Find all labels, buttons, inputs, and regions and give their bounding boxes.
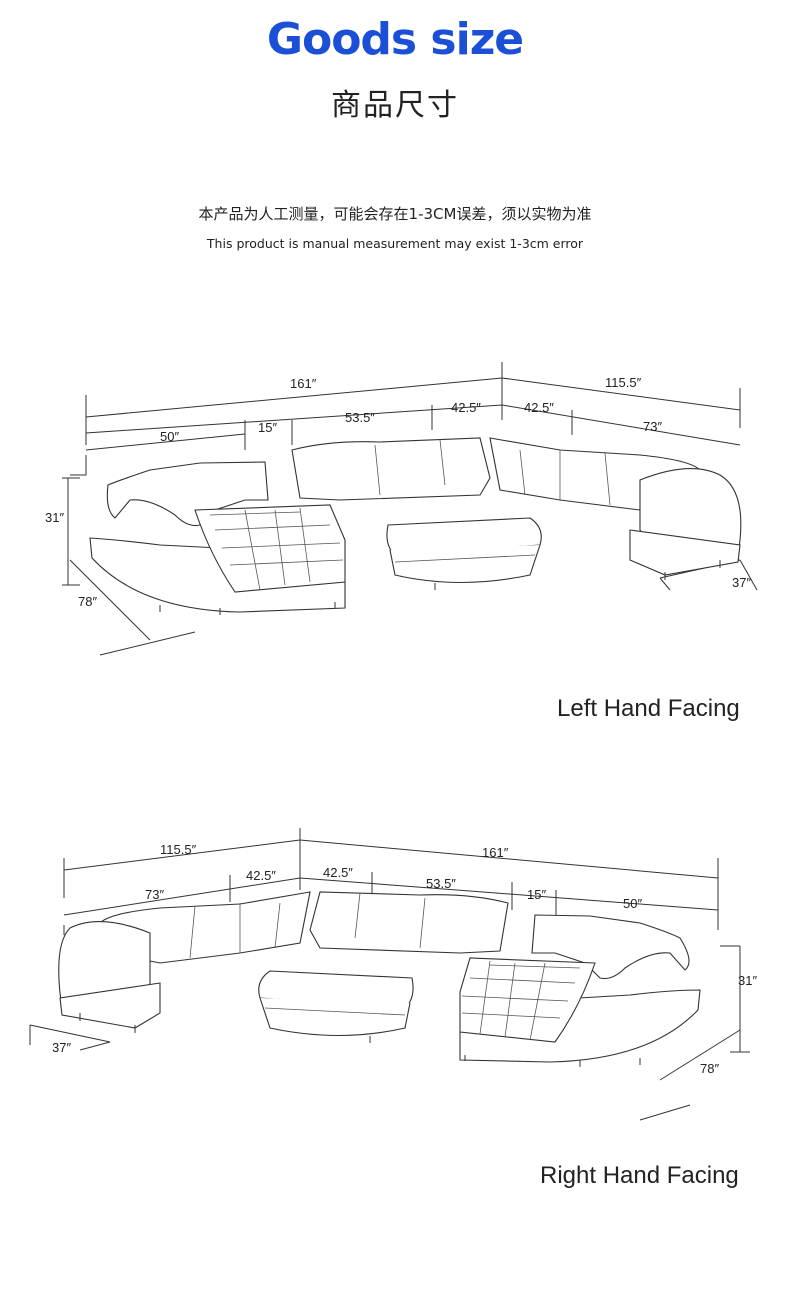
dim-console: 15″: [258, 420, 277, 435]
dim-end-depth: 37″: [732, 575, 751, 590]
title-goods-size: Goods size: [266, 14, 524, 65]
dim-chaise-depth: 78″: [78, 594, 97, 609]
dim-total-left: 161″: [290, 376, 317, 391]
sofa-left-facing: [89, 437, 742, 615]
dimension-lines: [29, 828, 750, 1121]
dim-console: 15″: [527, 887, 546, 902]
dim-middle: 53.5″: [426, 876, 456, 891]
dim-chaise: 50″: [623, 896, 642, 911]
dim-height: 31″: [45, 510, 64, 525]
measurement-note-chinese: 本产品为人工测量，可能会存在1-3CM误差，须以实物为准: [198, 205, 592, 223]
dim-height: 31″: [738, 973, 757, 988]
dim-corner-right: 42.5″: [524, 400, 554, 415]
title-chinese: 商品尺寸: [331, 88, 459, 123]
dim-middle: 53.5″: [345, 410, 375, 425]
left-hand-facing-diagram: 161″ 115.5″ 50″ 15″ 53.5″ 42.5″ 42.5″ 73…: [45, 362, 758, 656]
dim-chaise: 50″: [160, 429, 179, 444]
dimension-labels: 115.5″ 161″ 73″ 42.5″ 42.5″ 53.5″ 15″ 50…: [52, 842, 757, 1076]
dimension-lines: [62, 362, 758, 656]
dim-corner-left: 42.5″: [246, 868, 276, 883]
dim-total-right: 161″: [482, 845, 509, 860]
caption-right-hand-facing: Right Hand Facing: [540, 1162, 739, 1189]
right-hand-facing-diagram: 115.5″ 161″ 73″ 42.5″ 42.5″ 53.5″ 15″ 50…: [29, 828, 757, 1121]
dim-corner-right: 42.5″: [323, 865, 353, 880]
caption-left-hand-facing: Left Hand Facing: [557, 695, 740, 722]
measurement-note-english: This product is manual measurement may e…: [206, 236, 584, 251]
dim-end-depth: 37″: [52, 1040, 71, 1055]
dim-total-right: 115.5″: [605, 375, 642, 390]
dim-total-left: 115.5″: [160, 842, 197, 857]
dim-end: 73″: [145, 887, 164, 902]
dim-end: 73″: [643, 419, 662, 434]
dim-corner-left: 42.5″: [451, 400, 481, 415]
dimension-labels: 161″ 115.5″ 50″ 15″ 53.5″ 42.5″ 42.5″ 73…: [45, 375, 751, 609]
sofa-right-facing: [58, 891, 701, 1067]
dim-chaise-depth: 78″: [700, 1061, 719, 1076]
